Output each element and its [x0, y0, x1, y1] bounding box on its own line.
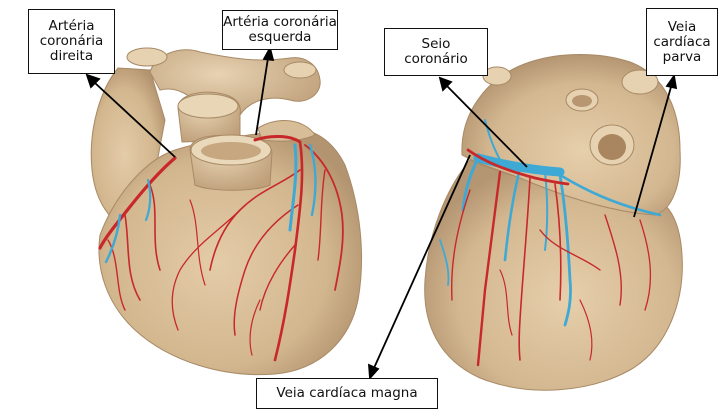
label-small-cardiac-vein-line-2: cardíaca: [653, 35, 710, 50]
posterior-vessel-lumen: [598, 134, 626, 160]
pulmonary-vein-2-lumen: [572, 95, 592, 107]
label-coronary-sinus: Seio coronário: [384, 28, 488, 76]
label-small-cardiac-vein-line-1: Veia: [668, 20, 697, 35]
label-small-cardiac-vein-line-3: parva: [663, 50, 702, 65]
aorta-lumen: [201, 142, 261, 160]
aortic-branch-1: [127, 48, 167, 66]
label-great-cardiac-vein-line-1: Veia cardíaca magna: [276, 386, 417, 401]
label-right-coronary-artery: Artéria coronária direita: [28, 9, 115, 74]
posterior-heart: [425, 55, 683, 391]
pulmonary-trunk-top: [178, 94, 238, 118]
label-left-coronary-artery-line-1: Artéria coronária: [223, 15, 337, 30]
label-coronary-sinus-line-2: coronário: [404, 52, 468, 67]
label-right-coronary-artery-line-2: coronária: [40, 34, 104, 49]
aortic-branch-2: [284, 62, 316, 78]
anterior-heart: [91, 48, 361, 375]
label-coronary-sinus-line-1: Seio: [422, 37, 451, 52]
label-left-coronary-artery-line-2: esquerda: [249, 30, 312, 45]
label-left-coronary-artery: Artéria coronária esquerda: [222, 10, 338, 50]
label-right-coronary-artery-line-3: direita: [50, 49, 93, 64]
arrowhead-small-cardiac-vein: [667, 76, 676, 88]
label-small-cardiac-vein: Veia cardíaca parva: [646, 8, 718, 76]
label-great-cardiac-vein: Veia cardíaca magna: [256, 378, 438, 409]
label-right-coronary-artery-line-1: Artéria: [49, 19, 95, 34]
arrowhead-great-cardiac-vein: [369, 365, 378, 378]
